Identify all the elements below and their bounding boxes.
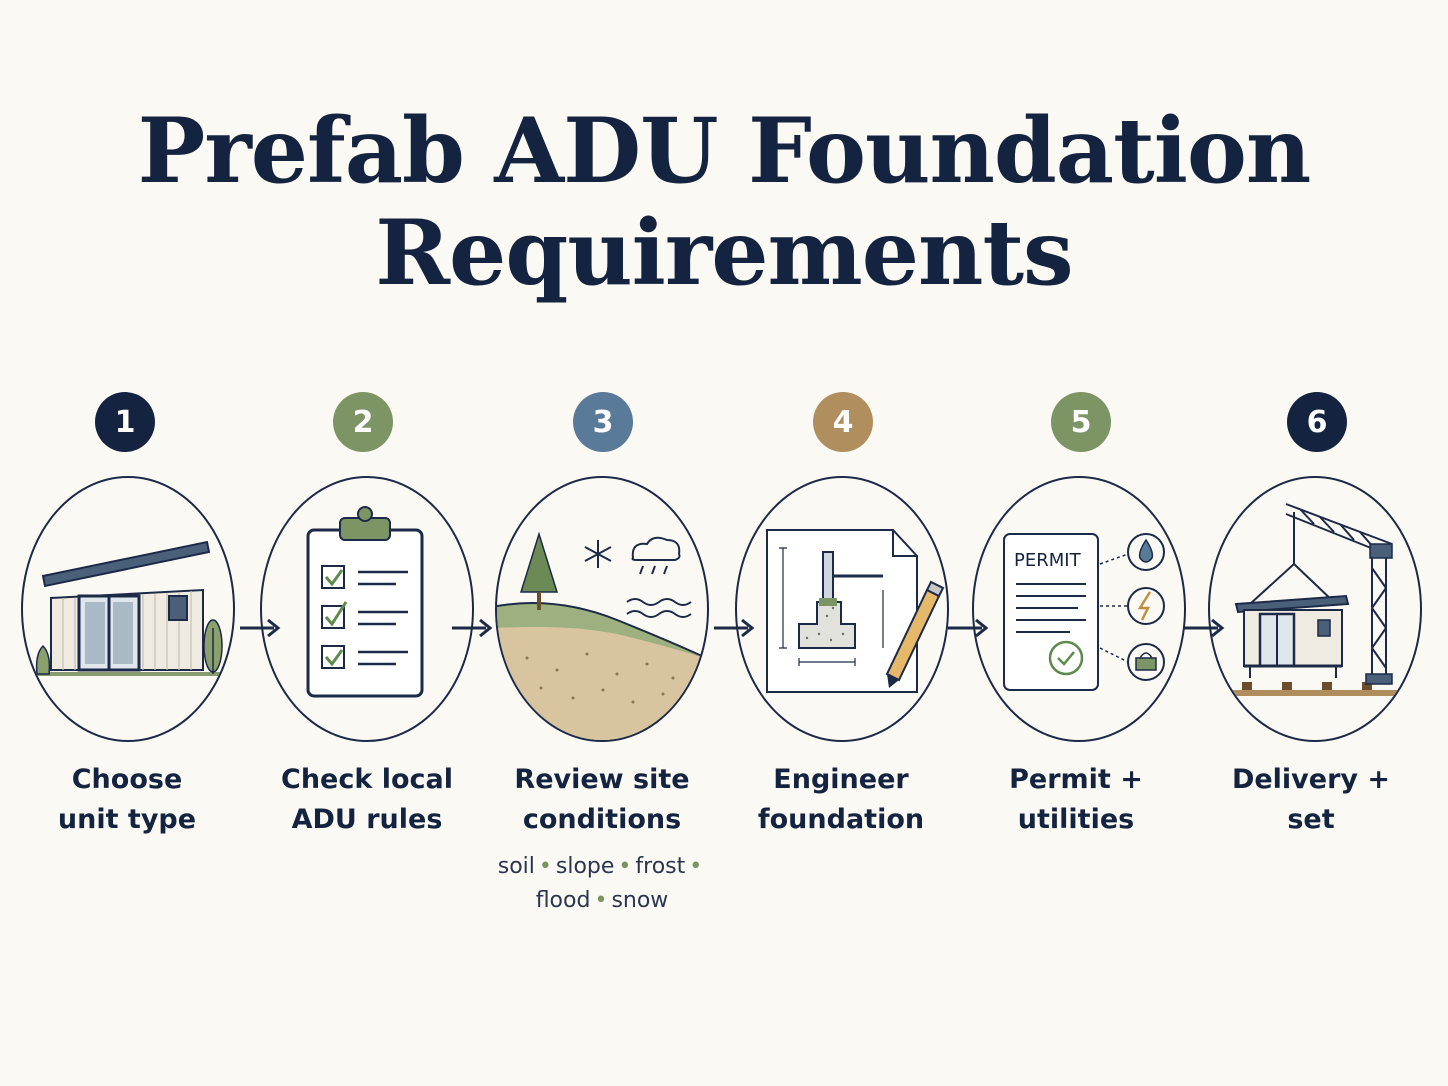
step-1-badge: 1 <box>95 392 155 452</box>
step-3-label-line-2: conditions <box>522 804 682 835</box>
title-line-1: Prefab ADU Foundation <box>137 98 1312 204</box>
step-3-illustration <box>495 476 709 742</box>
step-5-label: Permit + utilities <box>956 760 1196 840</box>
separator-dot: • <box>594 888 608 913</box>
step-6-badge: 6 <box>1287 392 1347 452</box>
permit-text: PERMIT <box>1014 550 1082 571</box>
step-2-label-line-1: Check local <box>281 764 453 795</box>
arrow-5-to-6 <box>1184 618 1225 638</box>
condition-flood: flood <box>535 888 591 913</box>
arrow-1-to-2 <box>240 618 281 638</box>
separator-dot: • <box>689 854 703 879</box>
page-title: Prefab ADU Foundation Requirements <box>0 100 1448 304</box>
step-3-badge: 3 <box>573 392 633 452</box>
clipboard-checklist-icon <box>306 506 424 698</box>
step-4-label-line-1: Engineer <box>773 764 909 795</box>
title-line-2: Requirements <box>375 200 1073 306</box>
step-1-label: Choose unit type <box>7 760 247 840</box>
step-5-label-line-1: Permit + <box>1009 764 1143 795</box>
step-4-badge: 4 <box>813 392 873 452</box>
condition-soil: soil <box>497 854 535 879</box>
arrow-2-to-3 <box>452 618 493 638</box>
step-2-badge: 2 <box>333 392 393 452</box>
step-3-label-line-1: Review site <box>514 764 690 795</box>
step-6-label-line-2: set <box>1287 804 1335 835</box>
step-1-label-line-1: Choose <box>71 764 183 795</box>
site-landscape-icon <box>497 531 707 740</box>
condition-snow: snow <box>611 888 669 913</box>
step-2-label: Check local ADU rules <box>247 760 487 840</box>
step-6-illustration <box>1208 476 1422 742</box>
crane-delivery-icon <box>1230 503 1410 696</box>
step-1-label-line-2: unit type <box>57 804 197 835</box>
step-5-badge: 5 <box>1051 392 1111 452</box>
separator-dot: • <box>538 854 552 879</box>
step-3-conditions-list: soil•slope•frost• flood•snow <box>472 850 732 918</box>
permit-document-icon: PERMIT <box>1003 533 1165 691</box>
arrow-3-to-4 <box>714 618 755 638</box>
step-2-label-line-2: ADU rules <box>291 804 443 835</box>
step-5-illustration: PERMIT <box>972 476 1186 742</box>
step-5-label-line-2: utilities <box>1017 804 1135 835</box>
house-icon <box>33 540 227 676</box>
foundation-blueprint-icon <box>766 529 945 693</box>
step-6-label-line-1: Delivery + <box>1231 764 1391 795</box>
step-3-label: Review site conditions <box>482 760 722 840</box>
separator-dot: • <box>618 854 632 879</box>
condition-frost: frost <box>635 854 686 879</box>
arrow-4-to-5 <box>948 618 989 638</box>
step-1-illustration <box>21 476 235 742</box>
condition-slope: slope <box>555 854 615 879</box>
step-4-label-line-2: foundation <box>757 804 925 835</box>
step-2-illustration <box>260 476 474 742</box>
step-4-illustration <box>735 476 949 742</box>
step-4-label: Engineer foundation <box>721 760 961 840</box>
step-6-label: Delivery + set <box>1191 760 1431 840</box>
